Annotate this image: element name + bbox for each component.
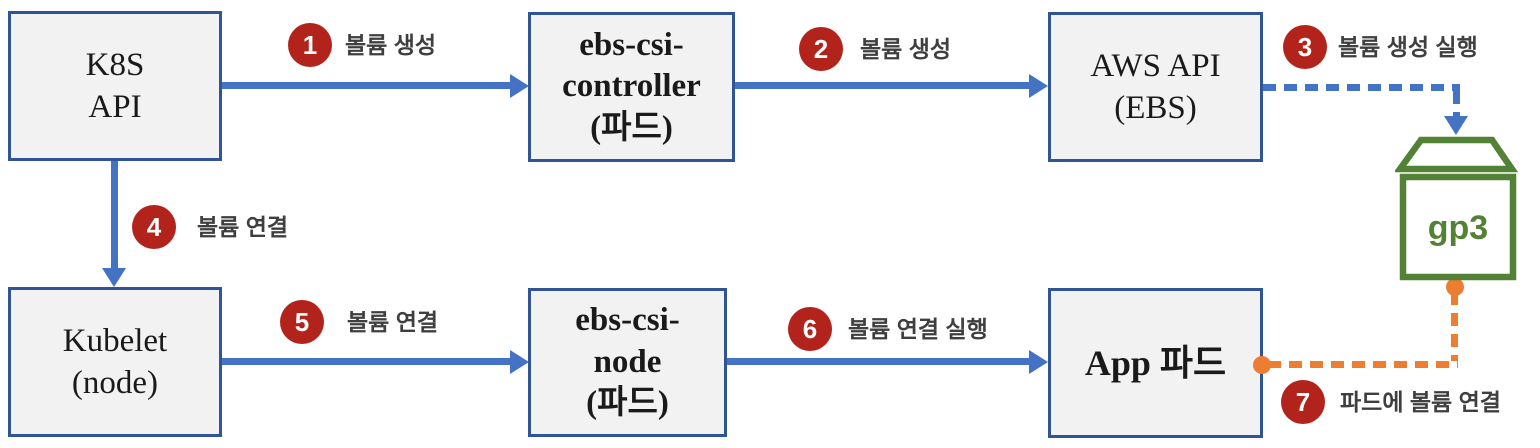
step-7-badge: 7 [1281, 380, 1325, 424]
step-2-badge: 2 [799, 27, 843, 71]
arrow-step-1-head-icon [510, 74, 529, 98]
step-3-label: 볼륨 생성 실행 [1338, 34, 1478, 60]
step-5-label: 볼륨 연결 [347, 309, 439, 335]
step-6-label: 볼륨 연결 실행 [848, 316, 988, 342]
step-5-badge: 5 [280, 300, 324, 344]
node-label: controller [562, 68, 701, 105]
arrow-step-1-line [222, 82, 510, 89]
gp3-volume-body [1399, 173, 1517, 281]
node-label: AWS API [1090, 47, 1221, 84]
node-label: ebs-csi- [575, 302, 680, 339]
gp3-volume-label: gp3 [1428, 209, 1488, 247]
arrow-step-6-line [727, 358, 1029, 365]
node-label: node [593, 343, 662, 380]
arrow-step-4-line [111, 161, 118, 268]
arrow-step-3-head-icon [1444, 116, 1468, 135]
arrow-step-6-head-icon [1029, 350, 1048, 374]
node-label: K8S [85, 46, 145, 83]
attach-endpoint-dot-icon [1446, 278, 1464, 296]
arrow-step-5-line [222, 358, 510, 365]
step-1-label: 볼륨 생성 [345, 32, 437, 58]
step-6-badge: 6 [788, 307, 832, 351]
arrow-step-3-line [1263, 84, 1460, 91]
arrow-step-4-head-icon [102, 268, 126, 287]
node-label: ebs-csi- [579, 26, 684, 63]
step-2-label: 볼륨 생성 [860, 36, 952, 62]
arrow-step-2-line [735, 82, 1029, 89]
step-4-badge: 4 [132, 205, 176, 249]
node-k8s-api: K8S API [8, 11, 222, 161]
attach-connector-line [1268, 361, 1458, 368]
node-app-pod: App 파드 [1048, 288, 1263, 438]
arrow-step-5-head-icon [510, 350, 529, 374]
attach-endpoint-dot-icon [1253, 356, 1271, 374]
node-kubelet: Kubelet (node) [8, 287, 222, 437]
node-ebs-csi-controller: ebs-csi- controller (파드) [528, 12, 735, 162]
node-label: App 파드 [1084, 342, 1227, 383]
step-1-badge: 1 [288, 23, 332, 67]
gp3-volume-icon: gp3 [1395, 136, 1519, 281]
node-label: (EBS) [1114, 90, 1197, 126]
node-label: API [88, 89, 142, 125]
step-3-badge: 3 [1283, 25, 1327, 69]
arrow-step-2-head-icon [1029, 74, 1048, 98]
node-label: (node) [71, 365, 159, 401]
node-ebs-csi-node: ebs-csi- node (파드) [528, 288, 727, 437]
gp3-volume-lid [1395, 136, 1519, 173]
attach-connector-line [1451, 292, 1458, 361]
node-aws-api-ebs: AWS API (EBS) [1048, 12, 1263, 162]
node-label: (파드) [586, 385, 669, 422]
step-4-label: 볼륨 연결 [197, 214, 289, 240]
node-label: Kubelet [62, 322, 168, 359]
step-7-label: 파드에 볼륨 연결 [1340, 389, 1501, 415]
arrow-step-3-line [1453, 91, 1460, 116]
node-label: (파드) [590, 109, 673, 146]
